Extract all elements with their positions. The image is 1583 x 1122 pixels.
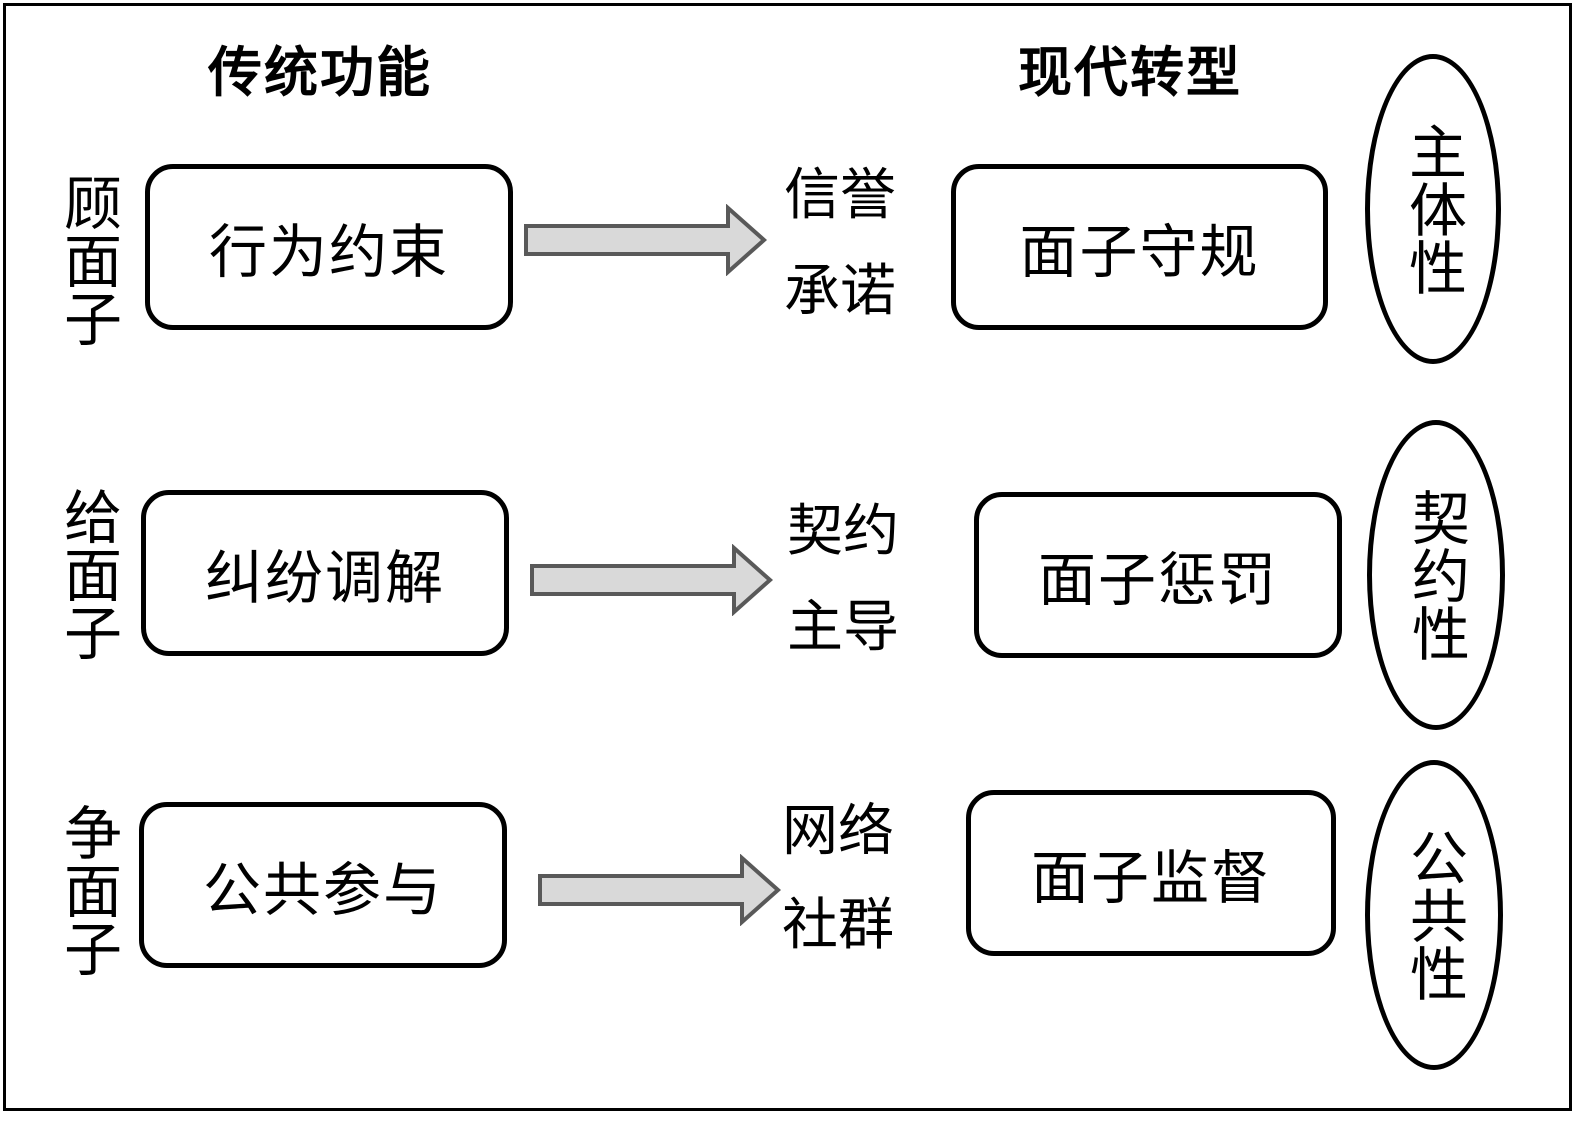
property-ellipse-row-2: 契约性 xyxy=(1367,420,1505,730)
transition-arrow-row-1 xyxy=(524,204,768,276)
middle-term-top-row-2: 契约 xyxy=(787,499,899,564)
heading-traditional-function: 传统功能 xyxy=(208,41,432,104)
modern-box-label-row-1: 面子守规 xyxy=(1019,218,1260,286)
transition-arrow-row-3 xyxy=(538,854,782,926)
property-label-row-3: 公共性 xyxy=(1400,828,1468,1002)
modern-box-label-row-2: 面子惩罚 xyxy=(1037,546,1278,614)
middle-term-top-row-3: 网络 xyxy=(782,799,894,864)
traditional-box-row-2: 纠纷调解 xyxy=(141,490,509,656)
side-label-row-2: 给面子 xyxy=(54,487,122,661)
property-ellipse-row-3: 公共性 xyxy=(1365,760,1503,1070)
side-label-row-3: 争面子 xyxy=(54,803,122,977)
traditional-box-label-row-3: 公共参与 xyxy=(202,856,443,924)
middle-term-bottom-row-1: 承诺 xyxy=(784,259,896,324)
property-label-row-2: 契约性 xyxy=(1402,488,1470,662)
traditional-box-label-row-2: 纠纷调解 xyxy=(204,544,445,612)
modern-box-label-row-3: 面子监督 xyxy=(1030,844,1271,912)
property-ellipse-row-1: 主体性 xyxy=(1365,54,1501,364)
middle-term-bottom-row-3: 社群 xyxy=(782,893,894,958)
traditional-box-row-3: 公共参与 xyxy=(139,802,507,968)
modern-box-row-3: 面子监督 xyxy=(966,790,1336,956)
heading-modern-transformation: 现代转型 xyxy=(1018,41,1242,104)
side-label-row-1: 顾面子 xyxy=(54,173,122,347)
transition-arrow-row-2 xyxy=(530,544,774,616)
property-label-row-1: 主体性 xyxy=(1399,122,1467,296)
traditional-box-row-1: 行为约束 xyxy=(145,164,513,330)
modern-box-row-1: 面子守规 xyxy=(951,164,1328,330)
middle-term-bottom-row-2: 主导 xyxy=(787,595,899,660)
middle-term-top-row-1: 信誉 xyxy=(784,163,896,228)
traditional-box-label-row-1: 行为约束 xyxy=(208,218,449,286)
modern-box-row-2: 面子惩罚 xyxy=(974,492,1342,658)
